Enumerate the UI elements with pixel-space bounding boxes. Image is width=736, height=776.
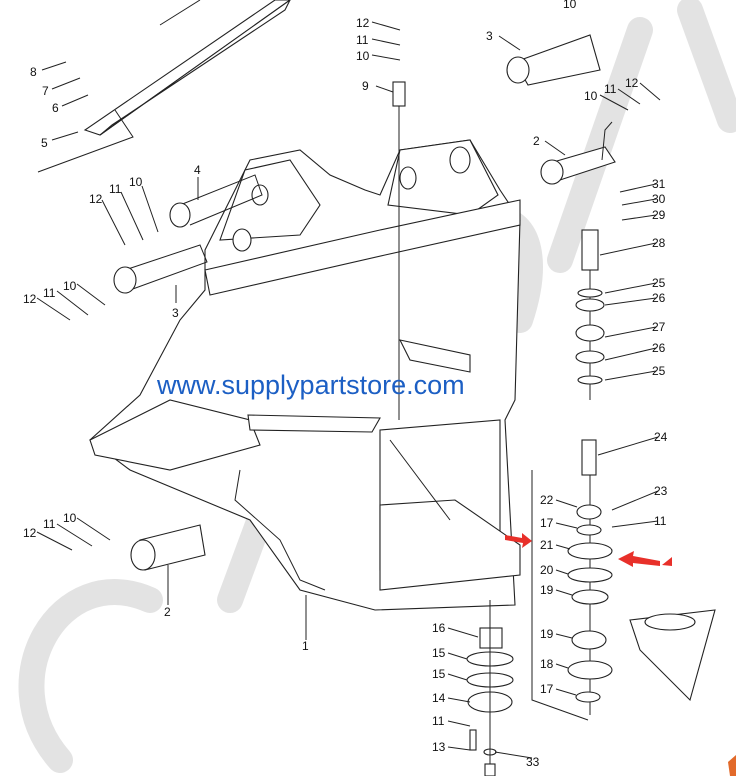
callout: 11 [109, 182, 122, 196]
callout: 5 [41, 136, 48, 150]
callout: 12 [356, 16, 370, 30]
arrow-left-icon [618, 551, 660, 567]
callout: 11 [356, 33, 369, 47]
callout: 8 [30, 65, 37, 79]
callout: 9 [362, 79, 369, 93]
website-watermark: www.supplypartstore.com [156, 370, 465, 400]
arrow-right-icon [505, 533, 532, 548]
callout: 15 [432, 646, 446, 660]
callout: 25 [652, 364, 666, 378]
callout: 30 [652, 192, 666, 206]
callout: 13 [432, 740, 446, 754]
callout: 22 [540, 493, 554, 507]
callout: 1 [302, 639, 309, 653]
callout: 11 [432, 714, 445, 728]
callout: 12 [89, 192, 103, 206]
callout: 24 [654, 430, 668, 444]
callout: 28 [652, 236, 666, 250]
callout: 17 [540, 516, 554, 530]
callout: 10 [63, 279, 77, 293]
callout-labels: 8 7 6 5 4 12 11 10 3 12 11 10 12 11 10 9… [23, 0, 668, 769]
callout: 10 [63, 511, 77, 525]
callout: 2 [164, 605, 171, 619]
callout: 26 [652, 291, 666, 305]
callout: 2 [533, 134, 540, 148]
callout: 12 [625, 76, 639, 90]
callout: 6 [52, 101, 59, 115]
pin-28 [581, 229, 599, 400]
callout: 4 [194, 163, 201, 177]
callout: 27 [652, 320, 666, 334]
callout: 11 [604, 82, 617, 96]
callout: 14 [432, 691, 446, 705]
callout: 26 [652, 341, 666, 355]
callout: 19 [540, 627, 554, 641]
callout: 12 [23, 526, 37, 540]
callout: 10 [356, 49, 370, 63]
callout: 16 [432, 621, 446, 635]
callout: 3 [172, 306, 179, 320]
pin-2-right [540, 121, 616, 185]
pin-9 [392, 81, 406, 420]
callout: 15 [432, 667, 446, 681]
callout: 20 [540, 563, 554, 577]
callout: 33 [526, 755, 540, 769]
pin-3-left [113, 244, 208, 294]
arrow-tip-icon [662, 557, 672, 566]
callout: 3 [486, 29, 493, 43]
callout: 17 [540, 682, 554, 696]
callout: 7 [42, 84, 49, 98]
callout: 29 [652, 208, 666, 222]
corner-logo-icon [728, 755, 736, 776]
callout: 31 [652, 177, 666, 191]
red-arrows [505, 533, 736, 776]
callout: 11 [654, 514, 667, 528]
callout: 25 [652, 276, 666, 290]
callout: 11 [43, 517, 56, 531]
callout: 23 [654, 484, 668, 498]
pin-2-left [130, 524, 206, 571]
callout: 10 [563, 0, 577, 11]
pin-4 [169, 174, 263, 228]
callout: 10 [584, 89, 598, 103]
bearing-stack [531, 288, 716, 721]
leader-lines [36, 21, 661, 759]
callout: 12 [23, 292, 37, 306]
main-frame-part [89, 139, 521, 611]
pin-3-right [506, 34, 601, 86]
callout: 18 [540, 657, 554, 671]
callout: 11 [43, 286, 56, 300]
callout: 21 [540, 538, 554, 552]
callout: 19 [540, 583, 554, 597]
cover-plate-part [37, 0, 291, 173]
callout: 10 [129, 175, 143, 189]
lower-stack [466, 600, 514, 776]
